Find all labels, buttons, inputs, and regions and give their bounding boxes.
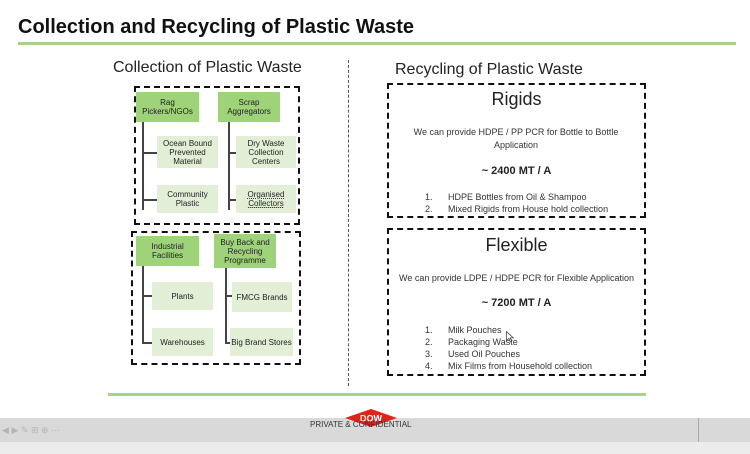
connector-line <box>225 342 232 344</box>
rigids-panel: Rigids We can provide HDPE / PP PCR for … <box>387 83 646 218</box>
warehouses-box: Warehouses <box>152 328 213 356</box>
organised-collectors-box: Organised Collectors <box>236 185 296 213</box>
community-plastic-box: Community Plastic <box>157 185 218 213</box>
flexible-list-item: 2.Packaging Waste <box>425 337 518 347</box>
connector-line <box>228 199 236 201</box>
industrial-facilities-box: Industrial Facilities <box>136 236 199 266</box>
pen-icon[interactable]: ✎ <box>20 425 29 435</box>
confidential-footer: PRIVATE & CONFIDENTIAL <box>310 420 412 429</box>
slide-title: Collection and Recycling of Plastic Wast… <box>18 16 415 38</box>
recycling-heading: Recycling of Plastic Waste <box>395 61 583 78</box>
flexible-list-item: 1.Milk Pouches <box>425 325 502 335</box>
flexible-title: Flexible <box>485 235 548 255</box>
flexible-volume: ~ 7200 MT / A <box>481 297 552 309</box>
connector-line <box>225 268 227 344</box>
title-underline <box>18 42 736 45</box>
view-icon[interactable]: ⊞ <box>30 425 39 435</box>
connector-line <box>142 122 144 210</box>
rigids-list-item: 2.Mixed Rigids from House hold collectio… <box>425 204 609 214</box>
flexible-panel: Flexible We can provide LDPE / HDPE PCR … <box>387 228 646 376</box>
scrap-aggregators-box: Scrap Aggregators <box>218 92 280 122</box>
ocean-bound-box: Ocean Bound Prevented Material <box>157 136 218 168</box>
more-icon[interactable]: ⋯ <box>51 425 61 435</box>
footer-strip <box>0 442 750 454</box>
mouse-cursor-icon <box>506 331 514 343</box>
dow-logo: DOW <box>345 409 397 427</box>
flexible-description: We can provide LDPE / HDPE PCR for Flexi… <box>399 273 634 283</box>
section-divider <box>348 60 349 386</box>
connector-line <box>225 295 232 297</box>
connector-line <box>228 152 236 154</box>
collection-heading: Collection of Plastic Waste <box>113 59 302 76</box>
dry-waste-centers-box: Dry Waste Collection Centers <box>236 136 296 168</box>
rigids-description: We can provide HDPE / PP PCR for Bottle … <box>413 127 619 150</box>
player-controls: ◀ ▶ ✎ ⊞ ⊕ ⋯ <box>2 425 60 436</box>
big-brand-stores-box: Big Brand Stores <box>230 328 293 356</box>
connector-line <box>142 342 152 344</box>
connector-line <box>142 152 157 154</box>
rigids-title: Rigids <box>491 89 542 109</box>
flexible-list-item: 4.Mix Films from Household collection <box>425 361 593 371</box>
connector-line <box>228 122 230 210</box>
buy-back-programme-box: Buy Back and Recycling Programme <box>214 234 276 268</box>
collection-group-formal <box>131 231 301 365</box>
dow-logo-text: DOW <box>360 414 383 424</box>
zoom-icon[interactable]: ⊕ <box>41 425 49 435</box>
rigids-volume: ~ 2400 MT / A <box>481 165 552 177</box>
fmcg-brands-box: FMCG Brands <box>232 282 292 312</box>
flexible-list-item: 3.Used Oil Pouches <box>425 349 521 359</box>
bottom-underline <box>108 393 646 396</box>
rigids-list-item: 1.HDPE Bottles from Oil & Shampoo <box>425 192 587 202</box>
control-separator <box>698 418 699 442</box>
next-icon[interactable]: ▶ <box>11 425 19 435</box>
plants-box: Plants <box>152 282 213 310</box>
connector-line <box>142 199 157 201</box>
connector-line <box>142 295 152 297</box>
rag-pickers-box: Rag Pickers/NGOs <box>136 92 199 122</box>
collection-group-informal <box>134 86 300 225</box>
prev-icon[interactable]: ◀ <box>2 425 9 435</box>
connector-line <box>142 266 144 344</box>
